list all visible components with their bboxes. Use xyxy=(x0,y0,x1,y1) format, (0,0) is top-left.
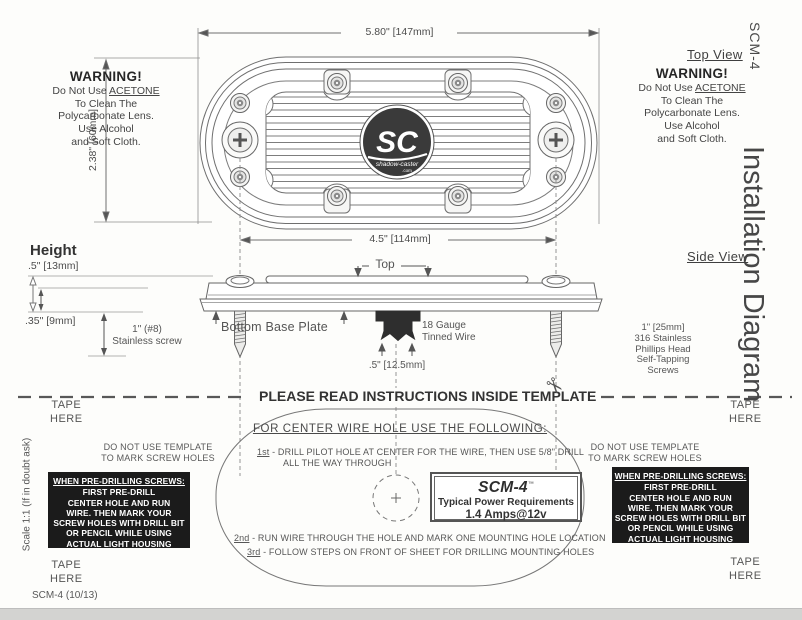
phillips-screws xyxy=(221,121,575,159)
warning-line1: Do Not Use ACETONE xyxy=(52,84,160,97)
height-dimensions xyxy=(28,275,213,357)
dim-total-height-label: .5" [13mm] xyxy=(28,260,79,272)
warning-line1: Do Not Use ACETONE xyxy=(638,81,746,94)
wire-dim-arrows xyxy=(378,342,416,356)
small-screws xyxy=(230,73,566,206)
scale-note: Scale 1:1 (If in doubt ask) xyxy=(21,437,33,552)
footer-part-number: SCM-4 (10/13) xyxy=(32,590,98,601)
scan-edge-strip xyxy=(0,608,802,620)
warning-line2: To Clean The xyxy=(660,94,724,107)
power-requirements-box: SCM-4™ Typical Power Requirements 1.4 Am… xyxy=(430,472,582,522)
dim-width-line xyxy=(197,29,600,37)
step-1: 1st - DRILL PILOT HOLE AT CENTER FOR THE… xyxy=(257,447,585,457)
sc-logo: SC shadow-caster .com xyxy=(359,104,435,180)
warning-line2: To Clean The xyxy=(74,97,138,110)
power-box-line2: 1.4 Amps@12v xyxy=(465,509,547,521)
drill-center-circle xyxy=(372,474,420,522)
step-2: 2nd - RUN WIRE THROUGH THE HOLE AND MARK… xyxy=(234,533,606,543)
warning-line3: Polycarbonate Lens. xyxy=(58,110,154,123)
dim-height-line xyxy=(102,58,110,223)
margin-vertical-title: Installation Diagram xyxy=(737,146,769,403)
template-heading: FOR CENTER WIRE HOLE USE THE FOLLOWING: xyxy=(252,423,548,435)
left-screw xyxy=(234,310,246,359)
side-view-drawing xyxy=(199,265,603,359)
warning-block-left: WARNING! Do Not Use ACETONE To Clean The… xyxy=(36,69,176,149)
right-screw xyxy=(550,310,562,359)
warning-line5: and Soft Cloth. xyxy=(71,135,141,148)
warning-title: WARNING! xyxy=(655,66,729,81)
warning-title: WARNING! xyxy=(69,69,143,84)
warning-line4: Use Alcohol xyxy=(664,120,720,133)
side-view-label: Side View xyxy=(687,249,749,264)
power-box-model: SCM-4 xyxy=(478,479,528,496)
power-box-line1: Typical Power Requirements xyxy=(438,497,574,508)
sc-logo-name: shadow-caster xyxy=(376,161,419,168)
stainless-screw-note: 1" (#8) Stainless screw xyxy=(112,324,182,347)
dim-width-label: 5.80" [147mm] xyxy=(342,26,457,38)
sc-logo-initials: SC xyxy=(376,126,419,159)
warning-line5: and Soft Cloth. xyxy=(657,132,727,145)
trademark-symbol: ™ xyxy=(527,481,534,488)
wire-dim-label: .5" [12.5mm] xyxy=(368,360,426,371)
step-3: 3rd - FOLLOW STEPS ON FRONT OF SHEET FOR… xyxy=(247,547,595,557)
top-pointer-label: Top xyxy=(375,257,395,271)
predrill-warning-box-left: WHEN PRE-DRILLING SCREWS: FIRST PRE-DRIL… xyxy=(48,472,190,549)
predrill-warning-box-right: WHEN PRE-DRILLING SCREWS: FIRST PRE-DRIL… xyxy=(612,467,749,544)
height-heading: Height xyxy=(30,242,77,259)
extension-lines xyxy=(94,28,600,224)
sc-logo-tld: .com xyxy=(402,168,412,173)
cut-line-text: PLEASE READ INSTRUCTIONS INSIDE TEMPLATE xyxy=(255,388,601,404)
dim-screw-spacing-line xyxy=(239,236,557,244)
wire-connector xyxy=(375,310,421,342)
step-1-continued: ALL THE WAY THROUGH xyxy=(283,458,392,468)
wire-gauge-label: 18 Gauge Tinned Wire xyxy=(422,320,476,343)
template-oval xyxy=(215,408,585,587)
dim-base-height-label: .35" [9mm] xyxy=(25,315,76,327)
base-plate-arrows xyxy=(212,310,348,324)
margin-product-code: SCM-4 xyxy=(747,22,763,71)
dim-screw-spacing-label: 4.5" [114mm] xyxy=(354,233,446,245)
top-label-arrows xyxy=(354,265,432,278)
warning-line3: Polycarbonate Lens. xyxy=(644,107,740,120)
warning-line4: Use Alcohol xyxy=(78,123,134,136)
screw-spec-note: 1" [25mm] 316 Stainless Phillips Head Se… xyxy=(634,322,692,377)
warning-block-right: WARNING! Do Not Use ACETONE To Clean The… xyxy=(618,66,766,146)
top-view-label: Top View xyxy=(687,47,743,62)
bottom-base-plate-label: Bottom Base Plate xyxy=(221,320,328,334)
